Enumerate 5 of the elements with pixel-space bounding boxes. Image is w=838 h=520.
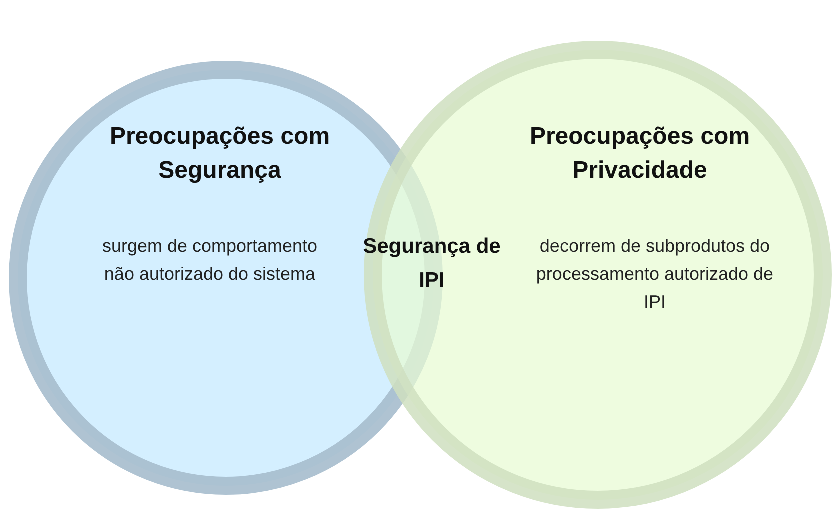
circle-description: decorrem de subprodutos do processamento autorizado de IPI: [535, 235, 775, 314]
circle-description: surgem de comportamento não autorizado do sistema: [101, 235, 319, 286]
circle-heading: Preocupações com Segurança: [108, 122, 332, 186]
overlap-label: Segurança de IPI: [362, 234, 502, 294]
circle-heading: Preocupações com Privacidade: [528, 122, 752, 186]
